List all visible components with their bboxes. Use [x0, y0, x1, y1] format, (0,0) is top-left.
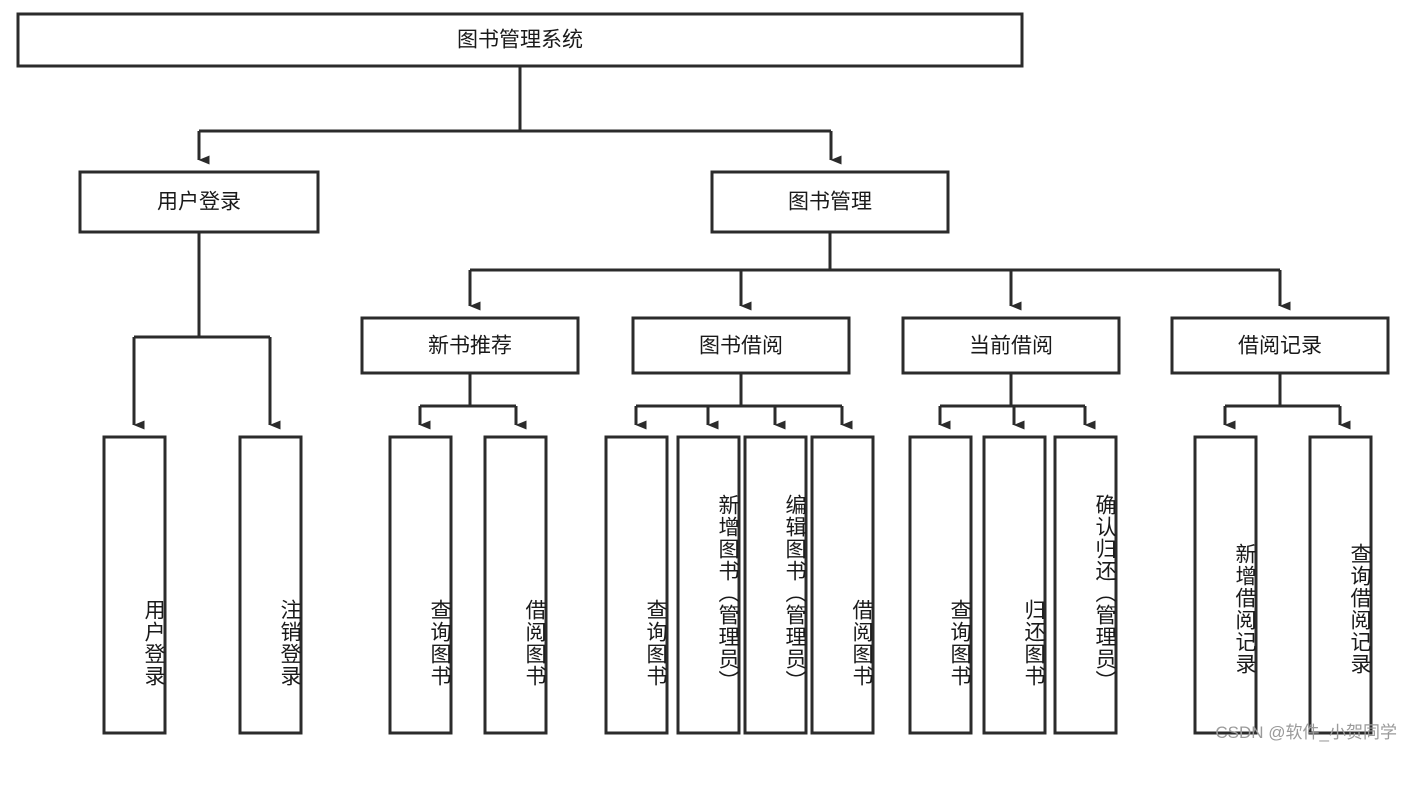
leaf-box-return-book[interactable]: [982, 435, 1047, 735]
node-book-borrow[interactable]: 图书借阅: [631, 316, 851, 375]
node-new-book-rec-box[interactable]: [360, 316, 580, 375]
node-new-book-rec[interactable]: 新书推荐: [360, 316, 580, 375]
leaf-box-query-record[interactable]: [1308, 435, 1373, 735]
leaf-box-borrow-book[interactable]: [810, 435, 875, 735]
node-current-borrow[interactable]: 当前借阅: [901, 316, 1121, 375]
node-book-borrow-box[interactable]: [631, 316, 851, 375]
node-book-borrow-label: 图书借阅: [699, 335, 783, 358]
node-new-book-rec-label: 新书推荐: [428, 335, 512, 358]
connector-group-root: [197, 66, 842, 165]
leaf-box-query-book-cur[interactable]: [908, 435, 973, 735]
leaf-box-confirm-return[interactable]: [1053, 435, 1118, 735]
connector-group-borrow-record: [1223, 373, 1351, 430]
node-user-login[interactable]: 用户登录: [78, 170, 320, 234]
leaf-box-query-book-borrow[interactable]: [604, 435, 669, 735]
diagram-canvas: 图书管理系统 用户登录 图书管理 新书推荐 图书借阅 当前借阅 借阅记录: [16, 12, 1390, 735]
leaf-box-add-record[interactable]: [1193, 435, 1258, 735]
leaf-box-logout[interactable]: [238, 435, 303, 735]
node-borrow-record-label: 借阅记录: [1238, 335, 1322, 358]
connector-group-user-login: [132, 232, 281, 430]
node-root-label: 图书管理系统: [457, 29, 583, 52]
leaf-box-query-book-rec[interactable]: [388, 435, 453, 735]
node-user-login-label: 用户登录: [157, 191, 241, 214]
node-book-manage[interactable]: 图书管理: [710, 170, 950, 234]
connector-group-book-manage: [468, 232, 1291, 311]
leaf-box-add-book[interactable]: [676, 435, 741, 735]
leaf-boxes: [102, 435, 1373, 735]
node-root-box[interactable]: [16, 12, 1024, 68]
node-current-borrow-box[interactable]: [901, 316, 1121, 375]
leaf-box-borrow-book-rec[interactable]: [483, 435, 548, 735]
connector-group-current-borrow: [938, 373, 1096, 430]
connector-group-book-borrow: [634, 373, 853, 430]
node-borrow-record-box[interactable]: [1170, 316, 1390, 375]
node-borrow-record[interactable]: 借阅记录: [1170, 316, 1390, 375]
leaf-box-edit-book[interactable]: [743, 435, 808, 735]
node-root[interactable]: 图书管理系统: [16, 12, 1024, 68]
node-book-manage-box[interactable]: [710, 170, 950, 234]
node-book-manage-label: 图书管理: [788, 191, 872, 214]
node-user-login-box[interactable]: [78, 170, 320, 234]
node-current-borrow-label: 当前借阅: [969, 335, 1053, 358]
leaf-box-user-login[interactable]: [102, 435, 167, 735]
connector-group-new-book-rec: [418, 373, 527, 430]
watermark: CSDN @软件_小贺同学: [1215, 723, 1397, 742]
diagram-root: 图书管理系统 用户登录 图书管理 新书推荐 图书借阅 当前借阅 借阅记录: [16, 12, 1397, 742]
